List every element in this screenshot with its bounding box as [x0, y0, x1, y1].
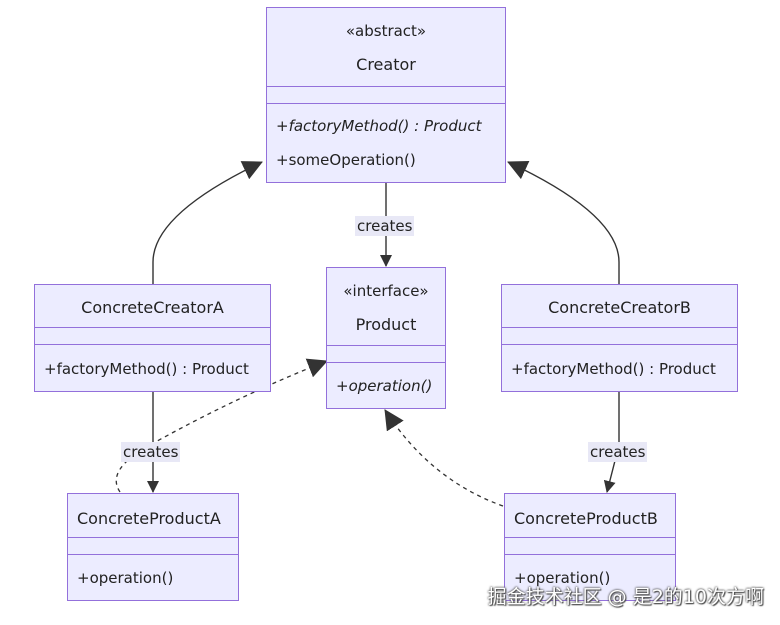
- class-concrete-product-b[interactable]: ConcreteProductB +operation(): [504, 493, 676, 601]
- product-stereotype: «interface»: [343, 282, 429, 300]
- concrete-creator-a-divider: [35, 327, 270, 328]
- concrete-creator-b-name: ConcreteCreatorB: [548, 298, 691, 317]
- concrete-product-a-method: +operation(): [77, 569, 174, 587]
- creator-abstract-method: +factoryMethod() : Product: [276, 117, 482, 135]
- concrete-product-b-name: ConcreteProductB: [514, 509, 658, 528]
- inheritance-edge-creator-b: [507, 161, 620, 284]
- class-concrete-creator-b[interactable]: ConcreteCreatorB +factoryMethod() : Prod…: [501, 284, 738, 392]
- concrete-product-a-divider: [68, 554, 238, 555]
- concrete-product-b-divider: [505, 537, 675, 538]
- creator-divider: [267, 103, 505, 104]
- concrete-creator-a-name: ConcreteCreatorA: [81, 298, 224, 317]
- product-divider: [327, 362, 445, 363]
- class-concrete-product-a[interactable]: ConcreteProductA +operation(): [67, 493, 239, 601]
- concrete-creator-a-method: +factoryMethod() : Product: [44, 360, 249, 378]
- concrete-product-a-name: ConcreteProductA: [77, 509, 221, 528]
- creator-divider: [267, 86, 505, 87]
- class-concrete-creator-a[interactable]: ConcreteCreatorA +factoryMethod() : Prod…: [34, 284, 271, 392]
- product-divider: [327, 345, 445, 346]
- creates-label-b: creates: [588, 442, 648, 462]
- class-creator[interactable]: «abstract» Creator +factoryMethod() : Pr…: [266, 7, 506, 183]
- concrete-product-b-method: +operation(): [514, 569, 611, 587]
- creates-label-a: creates: [121, 442, 181, 462]
- concrete-creator-a-divider: [35, 344, 270, 345]
- product-name: Product: [355, 315, 417, 334]
- concrete-creator-b-divider: [502, 344, 737, 345]
- concrete-product-a-divider: [68, 537, 238, 538]
- watermark: 掘金技术社区 @ 是2的10次方啊: [487, 586, 764, 608]
- realization-edge-product-a: [115, 358, 328, 493]
- concrete-creator-b-method: +factoryMethod() : Product: [511, 360, 716, 378]
- creator-method: +someOperation(): [276, 151, 416, 169]
- concrete-product-b-divider: [505, 554, 675, 555]
- creator-stereotype: «abstract»: [345, 22, 427, 40]
- concrete-creator-b-divider: [502, 327, 737, 328]
- inheritance-edge-creator-a: [152, 161, 263, 284]
- product-method: +operation(): [336, 377, 433, 395]
- creates-label-creator-product: creates: [355, 216, 415, 236]
- realization-edge-product-b: [384, 409, 504, 507]
- class-product[interactable]: «interface» Product +operation(): [326, 267, 446, 409]
- creator-name: Creator: [356, 55, 416, 74]
